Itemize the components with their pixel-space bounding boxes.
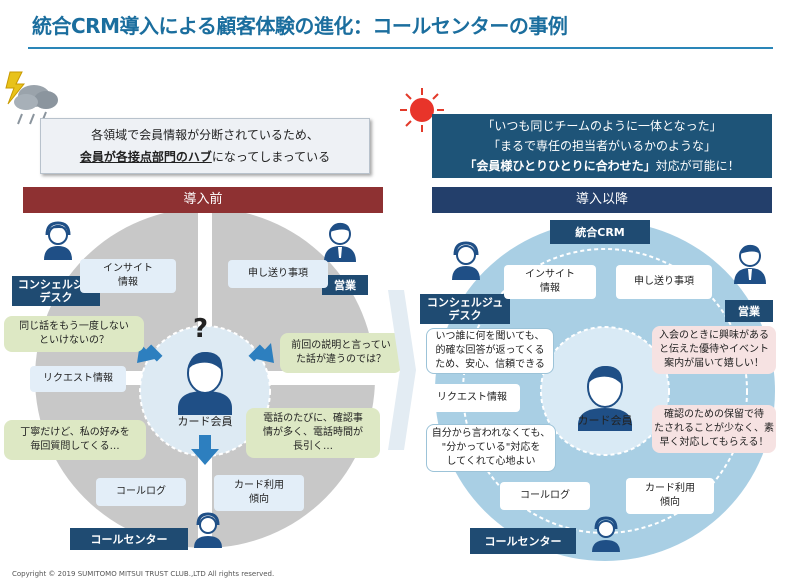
before-bubble-repeat: 同じ話をもう一度しない といけないの？ [4, 316, 144, 352]
before-message-line1: 各領域で会員情報が分断されているため、 [91, 128, 319, 142]
person-icon [734, 244, 766, 284]
chevron-right-icon [388, 290, 416, 450]
sun-icon [400, 88, 444, 132]
after-crm-label: 統合CRM [550, 220, 650, 244]
after-box-insight: インサイト 情報 [504, 265, 596, 299]
copyright-text: Copyright © 2019 SUMITOMO MITSUI TRUST C… [12, 570, 275, 578]
after-message-line3: 「会員様ひとりひとりに合わせた」対応が可能に！ [432, 156, 772, 176]
before-problem-message: 各領域で会員情報が分断されているため、 会員が各接点部門のハブになってしまってい… [40, 118, 370, 174]
headset-icon [452, 241, 480, 280]
before-message-highlight: 会員が各接点部門のハブ [79, 150, 212, 164]
arrow-icon [191, 449, 219, 465]
title-divider [28, 47, 773, 49]
before-header: 導入前 [23, 187, 383, 213]
before-message-rest: になってしまっている [211, 150, 331, 164]
after-message-line2: 「まるで専任の担当者がいるかのような」 [487, 139, 716, 153]
before-bubble-confirm: 電話のたびに、確認事 情が多く、電話時間が 長引く… [246, 408, 380, 458]
after-header: 導入以降 [432, 187, 772, 213]
after-sales-label: 営業 [725, 300, 773, 322]
arrow-icon [199, 435, 211, 449]
after-box-carduse: カード利用 傾向 [626, 478, 714, 514]
page-title: 統合CRM導入による顧客体験の進化：コールセンターの事例 [32, 14, 568, 38]
before-box-calllog: コールログ [96, 478, 186, 506]
before-box-request: リクエスト情報 [30, 366, 126, 392]
after-dashed-ring [462, 248, 748, 534]
before-sales-label: 営業 [322, 275, 368, 295]
person-icon [578, 365, 632, 431]
after-center-label: カード会員 [577, 414, 633, 427]
person-icon [178, 351, 232, 415]
arrow-icon [145, 344, 163, 362]
before-box-carduse: カード利用 傾向 [214, 475, 304, 511]
before-bubble-polite: 丁寧だけど、私の好みを 毎回質問してくる… [4, 420, 146, 460]
after-callcenter-label: コールセンター [470, 528, 576, 554]
before-message-line2: 会員が各接点部門のハブになってしまっている [41, 146, 369, 168]
before-box-handover: 申し送り事項 [228, 260, 328, 288]
after-message-line1: 「いつも同じチームのように一体となった」 [482, 119, 722, 133]
after-diagram [435, 221, 775, 561]
after-box-calllog: コールログ [500, 482, 590, 510]
question-mark: ? [193, 314, 209, 344]
before-callcenter-label: コールセンター [70, 528, 188, 550]
before-box-insight: インサイト 情報 [80, 259, 176, 293]
after-message-rest: 対応が可能に！ [655, 159, 740, 173]
arrow-icon [256, 343, 274, 363]
headset-icon [44, 221, 72, 260]
after-result-message: 「いつも同じチームのように一体となった」 「まるで専任の担当者がいるかのような」… [432, 114, 772, 178]
arrow-icon [248, 344, 266, 362]
after-bubble-understood: 自分から言われなくても、 "分かっている"対応を してくれて心地よい [426, 424, 556, 472]
after-bubble-confirmation: 確認のための保留で待 たされることが少なく、素 早く対応してもらえる！ [652, 405, 776, 453]
person-icon [324, 222, 356, 262]
headset-icon [592, 516, 620, 552]
before-bubble-previous: 前回の説明と言ってい た話が違うのでは？ [280, 333, 402, 373]
after-concierge-label: コンシェルジュ デスク [420, 294, 510, 324]
after-message-bold: 「会員様ひとりひとりに合わせた」 [464, 159, 656, 173]
before-center-label: カード会員 [177, 415, 233, 428]
after-box-request: リクエスト情報 [424, 384, 520, 412]
after-bubble-joining: 入会のときに興味がある と伝えた優待やイベント 案内が届いて嬉しい！ [652, 326, 776, 374]
headset-icon [194, 512, 222, 548]
before-diagram [35, 213, 375, 548]
after-box-handover: 申し送り事項 [616, 265, 712, 299]
storm-cloud-icon [5, 71, 58, 125]
after-bubble-anytime: いつ誰に何を聞いても、 的確な回答が返ってくる ため、安心、信頼できる [426, 328, 554, 374]
